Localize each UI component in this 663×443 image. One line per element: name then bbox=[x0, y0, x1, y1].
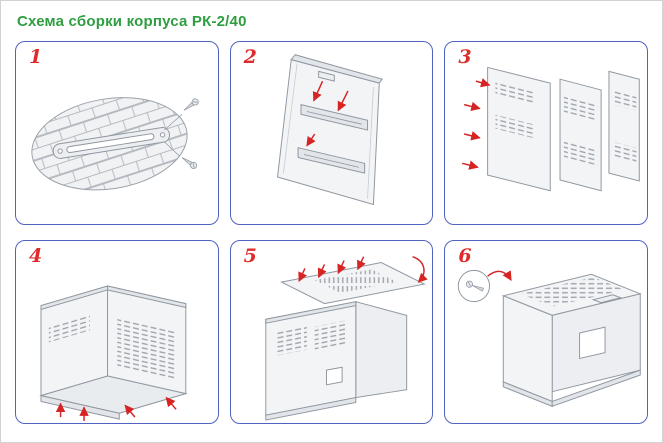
back-panel bbox=[487, 66, 552, 192]
red-arrows bbox=[297, 255, 428, 283]
step-number-1: 1 bbox=[29, 46, 43, 68]
cross-rails bbox=[297, 70, 368, 174]
step-panel-5: 5 bbox=[229, 240, 434, 424]
step-panel-3: 3 bbox=[444, 41, 648, 225]
step-number-6: 6 bbox=[458, 245, 472, 267]
red-arrows bbox=[487, 270, 513, 281]
step-3-drawing bbox=[462, 66, 641, 192]
step-panel-2: 2 bbox=[229, 41, 434, 225]
step-2-drawing bbox=[276, 54, 383, 206]
page-title: Схема сборки корпуса РК-2/40 bbox=[17, 13, 247, 30]
top-cover bbox=[279, 262, 426, 305]
step-number-4: 4 bbox=[29, 245, 43, 267]
step-6-drawing bbox=[458, 269, 643, 408]
case-body bbox=[502, 273, 643, 408]
red-arrows bbox=[462, 78, 491, 170]
step-number-5: 5 bbox=[243, 245, 257, 267]
steps-grid: 1 bbox=[15, 41, 648, 424]
red-arrows bbox=[55, 396, 177, 422]
screw-detail bbox=[458, 269, 491, 303]
side-panel bbox=[608, 70, 641, 182]
step-1-drawing bbox=[31, 97, 199, 191]
step-number-3: 3 bbox=[458, 46, 472, 68]
red-arrows bbox=[305, 80, 349, 147]
chassis-body bbox=[39, 285, 188, 420]
chassis-body bbox=[264, 301, 407, 421]
step-number-2: 2 bbox=[243, 46, 257, 68]
side-panel bbox=[559, 78, 602, 192]
step-panel-1: 1 bbox=[15, 41, 219, 225]
step-4-drawing bbox=[39, 285, 188, 422]
step-panel-4: 4 bbox=[15, 240, 219, 424]
step-5-drawing bbox=[264, 255, 428, 421]
mounting-rail bbox=[52, 127, 170, 159]
step-panel-6: 6 bbox=[444, 240, 648, 424]
screw-icon bbox=[183, 98, 199, 111]
screw-icon bbox=[181, 157, 198, 169]
